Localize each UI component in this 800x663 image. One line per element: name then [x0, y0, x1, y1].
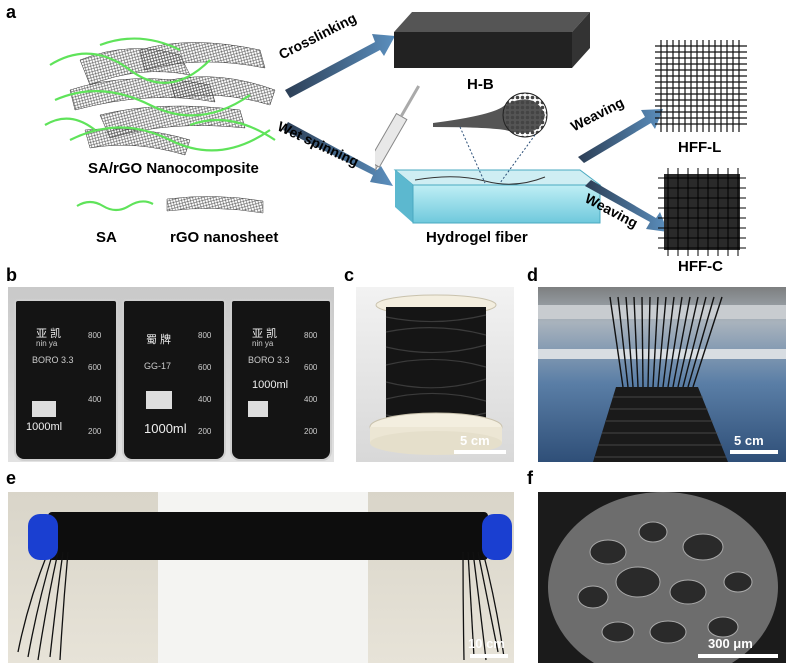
- panel-e-photo-fabric: 10 cm: [8, 492, 514, 663]
- beaker-2-tick-600: 600: [198, 363, 212, 372]
- right-blue-glove: [482, 514, 512, 560]
- beaker-2: 蜀 牌 GG-17 1000ml 800 600 400 200: [122, 299, 226, 461]
- panel-e-scalebar: [470, 654, 508, 658]
- weaving-arrow-top: [578, 109, 663, 163]
- beaker-1-tick-400: 400: [88, 395, 102, 404]
- hff-l-label: HFF-L: [678, 139, 722, 156]
- panel-d-scalebar: [730, 450, 778, 454]
- rgo-legend-sheet: [166, 196, 264, 214]
- panel-e-letter: e: [6, 468, 17, 488]
- beaker-2-tick-400: 400: [198, 395, 212, 404]
- fiber-spool: [369, 294, 503, 455]
- beaker-1-brand: 亚 凯: [36, 328, 62, 340]
- loom-fibers: [593, 296, 728, 462]
- hff-l-fabric: [655, 40, 747, 132]
- woven-fabric-strip: [48, 512, 488, 560]
- beaker-3-boro: BORO 3.3: [248, 355, 290, 365]
- beaker-2-tick-200: 200: [198, 427, 212, 436]
- beaker-3-tick-400: 400: [304, 395, 318, 404]
- sa-legend-label: SA: [96, 229, 117, 246]
- panel-c-photo-spool: 5 cm: [356, 287, 514, 462]
- sa-rgo-nanocomposite-illustration: [44, 37, 276, 156]
- porous-cross-section: [548, 492, 778, 663]
- beaker-1-tick-600: 600: [88, 363, 102, 372]
- panel-d-photo-loom: 5 cm: [538, 287, 786, 462]
- wet-spinning-bath-illustration: [375, 85, 602, 224]
- rgo-legend-label: rGO nanosheet: [170, 229, 279, 246]
- beaker-1: 亚 凯 nin ya BORO 3.3 1000ml 800 600 400 2…: [14, 299, 118, 461]
- panel-d-letter: d: [527, 265, 538, 285]
- loom-bar: [538, 305, 786, 319]
- beaker-1-tick-200: 200: [88, 427, 102, 436]
- panel-a-letter: a: [6, 2, 17, 22]
- hb-label: H-B: [467, 76, 494, 93]
- beaker-3-tick-200: 200: [304, 427, 318, 436]
- beaker-1-tick-800: 800: [88, 331, 102, 340]
- wet-spinning-arrow: [283, 122, 393, 186]
- left-blue-glove: [28, 514, 58, 560]
- beaker-3-brand: 亚 凯: [252, 328, 278, 340]
- panel-c-scale-label: 5 cm: [460, 433, 490, 448]
- hff-c-label: HFF-C: [678, 258, 723, 275]
- hanging-fibers: [17, 551, 505, 661]
- panel-f-scale-label: 300 μm: [708, 636, 753, 651]
- loom-rail: [538, 349, 786, 359]
- beaker-2-tick-800: 800: [198, 331, 212, 340]
- beaker-2-brand-sub: GG-17: [144, 361, 172, 371]
- sa-legend-line: [76, 200, 154, 212]
- beaker-1-capacity: 1000ml: [26, 421, 63, 433]
- panel-c-scalebar: [454, 450, 506, 454]
- hff-c-fabric: [658, 168, 746, 256]
- panel-b-photo-beakers: 亚 凯 nin ya BORO 3.3 1000ml 800 600 400 2…: [8, 287, 334, 462]
- beaker-3-tick-800: 800: [304, 331, 318, 340]
- panel-d-scale-label: 5 cm: [734, 433, 764, 448]
- panel-b-letter: b: [6, 265, 17, 285]
- beaker-3-capacity: 1000ml: [252, 379, 289, 391]
- crosslinking-arrow: [285, 34, 395, 98]
- beaker-2-capacity: 1000ml: [144, 421, 187, 436]
- panel-f-scalebar: [698, 654, 778, 658]
- hydrogel-block: [394, 12, 590, 68]
- composite-label: SA/rGO Nanocomposite: [88, 160, 259, 177]
- panel-e-scale-label: 10 cm: [468, 636, 505, 651]
- panel-c-letter: c: [344, 265, 355, 285]
- beaker-2-brand: 蜀 牌: [146, 334, 172, 346]
- beaker-3-tick-600: 600: [304, 363, 318, 372]
- beaker-3-label-patch: [248, 401, 268, 417]
- panel-f-letter: f: [527, 468, 533, 488]
- beaker-1-label-patch: [32, 401, 56, 417]
- beaker-1-brand-sub: nin ya: [36, 339, 58, 348]
- beaker-2-label-patch: [146, 391, 172, 409]
- beaker-3: 亚 凯 nin ya BORO 3.3 1000ml 800 600 400 2…: [230, 299, 332, 461]
- weaving-arrow-bottom: [585, 180, 668, 232]
- panel-f-sem-image: 300 μm: [538, 492, 786, 663]
- beaker-3-brand-sub: nin ya: [252, 339, 274, 348]
- hydrogel-fiber-label: Hydrogel fiber: [426, 229, 528, 246]
- beaker-1-boro: BORO 3.3: [32, 355, 74, 365]
